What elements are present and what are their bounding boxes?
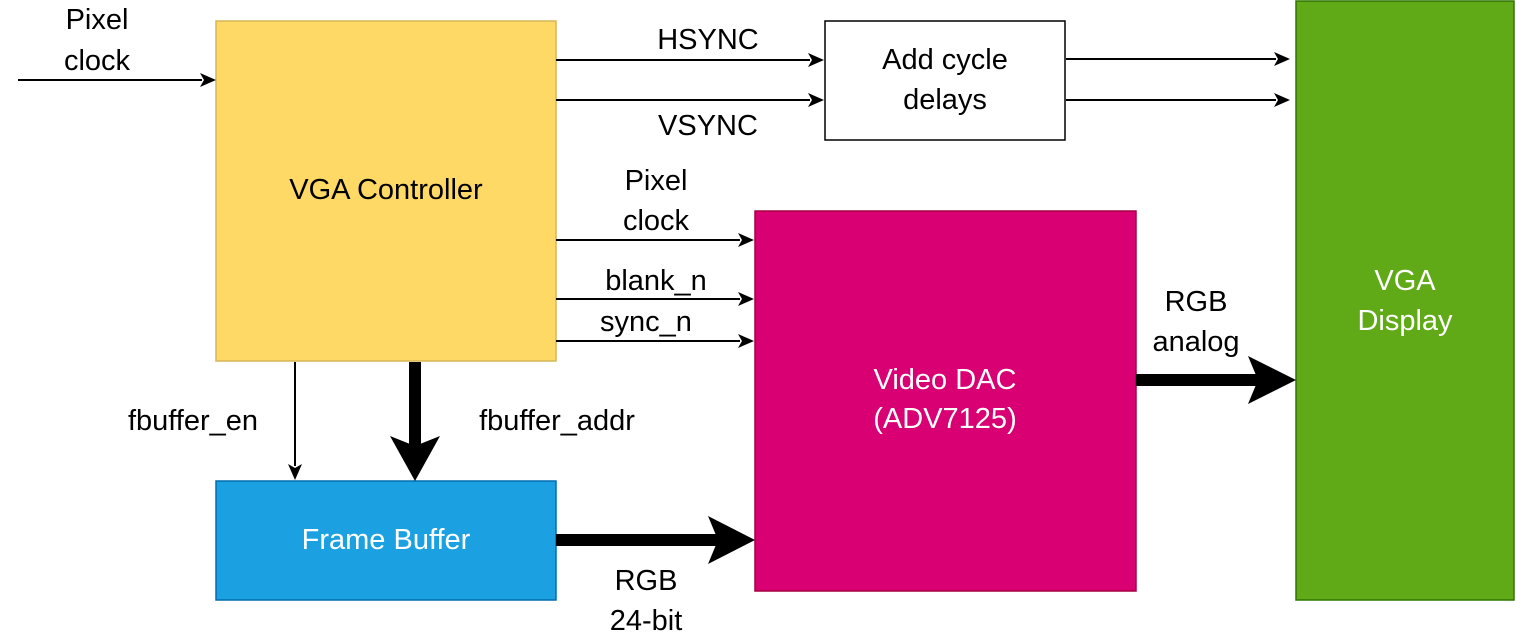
add-cycle-delays-block: Add cycle delays bbox=[824, 20, 1066, 141]
rgb-analog-label-line1: RGB bbox=[1165, 286, 1228, 318]
hsync-label: HSYNC bbox=[657, 24, 759, 56]
blank-n-arrow bbox=[556, 292, 754, 306]
pixel-clock-in-arrow bbox=[18, 73, 216, 87]
fbuffer-en-arrow bbox=[288, 362, 302, 480]
add-cycle-delays-label-line2: delays bbox=[903, 84, 987, 116]
vga-display-label-line2: Display bbox=[1357, 305, 1453, 337]
vga-display-label-line1: VGA bbox=[1374, 265, 1436, 297]
fbuffer-addr-label: fbuffer_addr bbox=[479, 405, 635, 437]
hsync-arrow bbox=[556, 53, 824, 67]
video-dac-block: Video DAC (ADV7125) bbox=[754, 210, 1137, 592]
thin-connectors bbox=[18, 52, 1290, 480]
frame-buffer-block: Frame Buffer bbox=[215, 480, 557, 601]
sync-n-arrow bbox=[556, 334, 754, 348]
pixel-clock-out-label-line1: Pixel bbox=[625, 165, 688, 197]
vga-controller-block: VGA Controller bbox=[215, 20, 557, 362]
frame-buffer-label: Frame Buffer bbox=[302, 524, 471, 556]
pixel-clock-in-label-line1: Pixel bbox=[66, 4, 129, 36]
vga-controller-label: VGA Controller bbox=[289, 174, 483, 206]
rgb-24bit-label-line2: 24-bit bbox=[610, 605, 683, 637]
pixel-clock-out-label-line2: clock bbox=[623, 205, 690, 237]
video-dac-label-line1: Video DAC bbox=[874, 364, 1017, 396]
vsync-label: VSYNC bbox=[658, 110, 758, 142]
sync-n-label: sync_n bbox=[600, 306, 692, 338]
rgb-24bit-arrow bbox=[556, 516, 755, 564]
blank-n-label: blank_n bbox=[605, 265, 707, 297]
fbuffer-en-label: fbuffer_en bbox=[128, 405, 258, 437]
vsync-arrow bbox=[556, 93, 824, 107]
fbuffer-addr-arrow bbox=[390, 362, 440, 481]
rgb-24bit-label-line1: RGB bbox=[615, 565, 678, 597]
vga-display-block: VGA Display bbox=[1295, 0, 1515, 601]
video-dac-label-line2: (ADV7125) bbox=[873, 403, 1016, 435]
add-cycle-delays-label-line1: Add cycle bbox=[882, 44, 1008, 76]
rgb-analog-label-line2: analog bbox=[1152, 326, 1239, 358]
delayed-hsync-arrow bbox=[1066, 52, 1290, 66]
signal-labels: Pixel clock HSYNC VSYNC Pixel clock blan… bbox=[64, 4, 1240, 637]
pixel-clock-in-label-line2: clock bbox=[64, 45, 131, 77]
pixel-clock-out-arrow bbox=[556, 233, 754, 247]
rgb-analog-arrow bbox=[1136, 356, 1296, 404]
delayed-vsync-arrow bbox=[1066, 93, 1290, 107]
thick-connectors bbox=[390, 356, 1296, 564]
